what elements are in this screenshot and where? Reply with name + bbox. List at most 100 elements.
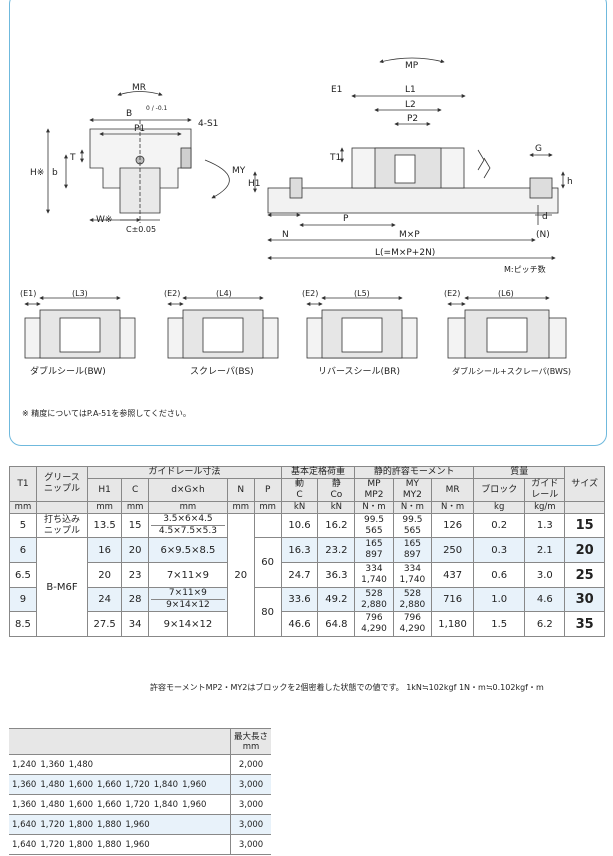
label-p1: P1 xyxy=(134,124,145,134)
col-t1: T1 xyxy=(9,466,37,502)
length-max: 3,000 xyxy=(230,794,271,815)
cell-size: 30 xyxy=(564,587,605,612)
col-h1: H1 xyxy=(87,478,123,502)
length-value: 1,480 xyxy=(40,799,65,810)
cell-h1: 13.5 xyxy=(87,513,123,538)
length-value: 1,600 xyxy=(68,779,94,790)
col-block: ブロック xyxy=(473,478,526,502)
col-my: MY MY2 xyxy=(392,478,433,502)
length-value: 1,960 xyxy=(125,819,150,830)
cell-p-blank xyxy=(253,513,282,538)
label-l2: L2 xyxy=(405,100,416,110)
variant-4-l: (L6) xyxy=(498,289,514,298)
label-p: P xyxy=(343,214,349,224)
variant-3-caption: リバースシール(BR) xyxy=(318,366,400,377)
cell-size: 35 xyxy=(564,611,605,637)
variant-bws xyxy=(447,296,567,359)
length-max: 3,000 xyxy=(230,774,271,795)
cell-t1: 6.5 xyxy=(9,562,37,588)
unit-cell: mm xyxy=(121,501,150,514)
label-s1: 4-S1 xyxy=(198,119,218,129)
col-rail: ガイド レール xyxy=(524,478,566,502)
cell-rail: 1.3 xyxy=(524,513,566,538)
cell-h1: 20 xyxy=(87,562,123,588)
label-n: N xyxy=(282,230,289,240)
length-value: 1,880 xyxy=(97,839,122,850)
variant-2-caption: スクレーパ(BS) xyxy=(190,366,254,377)
cell-mr: 126 xyxy=(431,513,475,538)
col-p: P xyxy=(253,478,282,502)
length-value: 1,660 xyxy=(97,799,122,810)
spec-table: T1 グリース ニップル ガイドレール寸法 基本定格荷重 静的許容モーメント 質… xyxy=(9,466,605,637)
cell-p-merged: 60 xyxy=(253,537,282,588)
col-c: C xyxy=(121,478,150,502)
length-value: 1,600 xyxy=(68,799,94,810)
label-n-paren: (N) xyxy=(536,230,550,240)
unit-cell: N・m xyxy=(392,501,433,514)
col-dgh: d×G×h xyxy=(148,478,228,502)
cell-dyn: 46.6 xyxy=(280,611,319,637)
cell-mr: 250 xyxy=(431,537,475,563)
length-value: 1,480 xyxy=(68,759,94,770)
col-sta: 静 Co xyxy=(317,478,356,502)
label-mxp: M×P xyxy=(399,230,420,240)
unit-cell: mm xyxy=(253,501,282,514)
len-blank-header xyxy=(9,728,231,755)
col-n: N xyxy=(226,478,255,502)
cell-size: 20 xyxy=(564,537,605,563)
variant-2-e: (E2) xyxy=(164,289,180,298)
length-value: 1,640 xyxy=(12,819,37,830)
cell-c: 28 xyxy=(121,587,150,612)
variant-1-caption: ダブルシール(BW) xyxy=(30,365,106,377)
label-my: MY xyxy=(232,166,246,176)
variant-bw xyxy=(24,296,136,359)
cell-dgh: 7×11×9 xyxy=(148,562,228,588)
label-l-formula: L(=M×P+2N) xyxy=(375,248,435,258)
label-t: T xyxy=(69,153,76,163)
length-value: 1,360 xyxy=(12,779,37,790)
cell-dyn: 24.7 xyxy=(280,562,319,588)
unit-cell: mm xyxy=(226,501,255,514)
length-max: 3,000 xyxy=(230,834,271,855)
cell-rail: 6.2 xyxy=(524,611,566,637)
cell-t1: 8.5 xyxy=(9,611,37,637)
cell-c: 15 xyxy=(121,513,150,538)
cell-sta: 49.2 xyxy=(317,587,356,612)
variant-4-e: (E2) xyxy=(444,289,460,298)
unit-cell: mm xyxy=(9,501,37,514)
length-value: 1,960 xyxy=(182,799,207,810)
unit-cell xyxy=(35,501,89,514)
cell-block: 1.0 xyxy=(473,587,526,612)
label-h: H※ xyxy=(30,168,44,178)
length-value: 1,360 xyxy=(12,799,37,810)
cell-grease-merged: B-M6F xyxy=(35,537,89,637)
cell-sta: 16.2 xyxy=(317,513,356,538)
cell-rail: 4.6 xyxy=(524,587,566,612)
unit-cell: kN xyxy=(317,501,356,514)
length-max: 3,000 xyxy=(230,814,271,835)
variant-1-e: (E1) xyxy=(20,289,36,298)
cell-sta: 23.2 xyxy=(317,537,356,563)
end-view-rail xyxy=(119,167,161,214)
cell-h1: 16 xyxy=(87,537,123,563)
group-mass: 質量 xyxy=(473,466,566,479)
variant-br xyxy=(306,296,418,359)
label-h-small: h xyxy=(567,177,573,187)
length-value: 1,960 xyxy=(182,779,207,790)
